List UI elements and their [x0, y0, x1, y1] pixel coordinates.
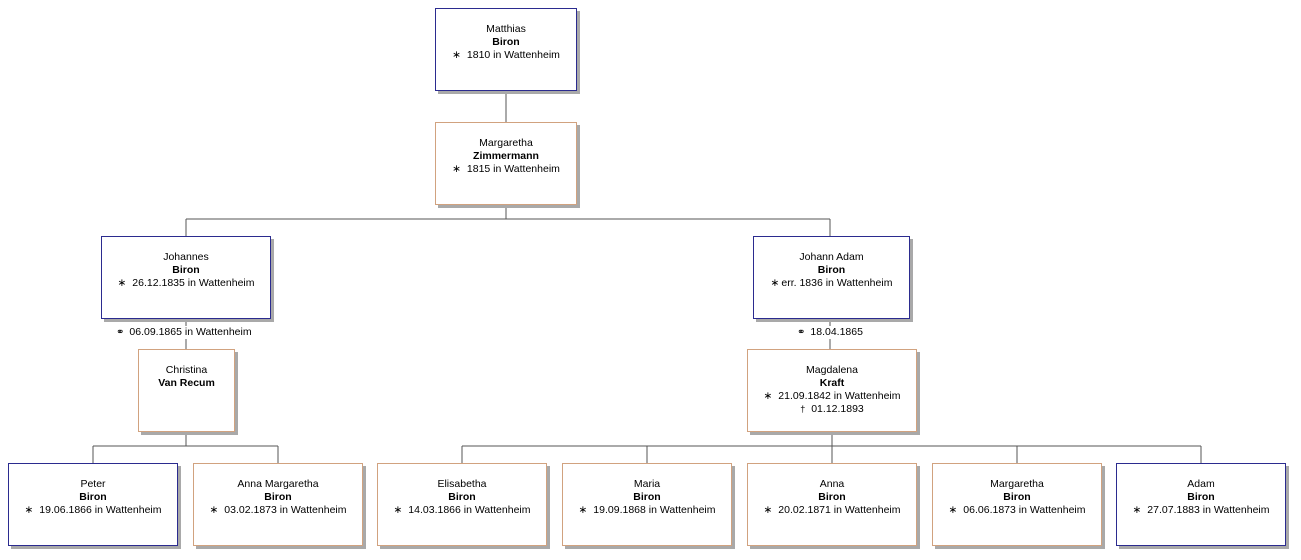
person-card-adam-biron[interactable]: Adam Biron ∗27.07.1883 in Wattenheim [1116, 463, 1286, 546]
birth-symbol-icon: ∗ [24, 504, 34, 516]
surname: Biron [633, 491, 661, 503]
given-name: Elisabetha [437, 478, 487, 490]
surname: Biron [79, 491, 107, 503]
surname: Biron [818, 491, 846, 503]
surname: Biron [492, 36, 520, 48]
birth-symbol-icon: ∗ [452, 163, 461, 175]
person-card-magdalena-kraft[interactable]: Magdalena Kraft ∗21.09.1842 in Wattenhei… [747, 349, 917, 432]
surname: Biron [1003, 491, 1031, 503]
given-name: Peter [80, 478, 106, 490]
person-card-anna-margaretha-biron[interactable]: Anna Margaretha Biron ∗03.02.1873 in Wat… [193, 463, 363, 546]
birth-info: ∗19.09.1868 in Wattenheim [578, 504, 716, 516]
given-name: Christina [165, 364, 208, 376]
given-name: Margaretha [479, 137, 533, 149]
birth-info: ∗27.07.1883 in Wattenheim [1132, 504, 1270, 516]
given-name: Maria [633, 478, 661, 490]
person-card-maria-biron[interactable]: Maria Biron ∗19.09.1868 in Wattenheim [562, 463, 732, 546]
person-card-johann-adam-biron[interactable]: Johann Adam Biron ∗err. 1836 in Wattenhe… [753, 236, 910, 319]
birth-symbol-icon: ∗ [209, 504, 219, 516]
birth-info: ∗03.02.1873 in Wattenheim [209, 504, 347, 516]
surname: Biron [264, 491, 292, 503]
marriage-rings-icon: ⚭ [797, 327, 806, 338]
surname: Biron [1187, 491, 1215, 503]
birth-info: ∗06.06.1873 in Wattenheim [948, 504, 1086, 516]
birth-symbol-icon: ∗ [763, 390, 773, 402]
birth-info: ∗1810 in Wattenheim [452, 49, 560, 61]
birth-symbol-icon: ∗ [1132, 504, 1142, 516]
given-name: Margaretha [990, 478, 1044, 490]
death-symbol-icon: † [800, 404, 806, 414]
death-info: †01.12.1893 [800, 403, 864, 415]
marriage-rings-icon: ⚭ [116, 327, 125, 338]
person-card-anna-biron[interactable]: Anna Biron ∗20.02.1871 in Wattenheim [747, 463, 917, 546]
given-name: Magdalena [806, 364, 858, 376]
birth-info: ∗err. 1836 in Wattenheim [770, 277, 893, 289]
birth-symbol-icon: ∗ [452, 49, 461, 61]
birth-info: ∗21.09.1842 in Wattenheim [763, 390, 901, 402]
birth-info: ∗14.03.1866 in Wattenheim [393, 504, 531, 516]
person-card-margaretha-biron[interactable]: Margaretha Biron ∗06.06.1873 in Wattenhe… [932, 463, 1102, 546]
surname: Biron [448, 491, 476, 503]
marriage-johannes-christina: ⚭06.09.1865 in Wattenheim [116, 326, 252, 339]
person-card-margaretha-zimmermann[interactable]: Margaretha Zimmermann ∗1815 in Wattenhei… [435, 122, 577, 205]
given-name: Johann Adam [799, 251, 864, 263]
given-name: Anna [819, 478, 845, 490]
surname: Biron [172, 264, 200, 276]
surname: Van Recum [158, 377, 215, 389]
birth-symbol-icon: ∗ [117, 277, 127, 289]
birth-symbol-icon: ∗ [393, 504, 403, 516]
given-name: Adam [1187, 478, 1215, 490]
marriage-johannadam-magdalena: ⚭18.04.1865 [797, 326, 863, 339]
birth-info: ∗20.02.1871 in Wattenheim [763, 504, 901, 516]
surname: Zimmermann [473, 150, 539, 162]
given-name: Anna Margaretha [237, 478, 319, 490]
birth-info: ∗1815 in Wattenheim [452, 163, 560, 175]
birth-symbol-icon: ∗ [770, 277, 780, 289]
person-card-christina-van-recum[interactable]: Christina Van Recum [138, 349, 235, 432]
person-card-matthias-biron[interactable]: Matthias Biron ∗1810 in Wattenheim [435, 8, 577, 91]
birth-info: ∗26.12.1835 in Wattenheim [117, 277, 255, 289]
birth-symbol-icon: ∗ [578, 504, 588, 516]
person-card-peter-biron[interactable]: Peter Biron ∗19.06.1866 in Wattenheim [8, 463, 178, 546]
surname: Biron [817, 264, 846, 276]
given-name: Matthias [486, 23, 526, 35]
birth-info: ∗19.06.1866 in Wattenheim [24, 504, 162, 516]
birth-symbol-icon: ∗ [763, 504, 773, 516]
given-name: Johannes [163, 251, 209, 263]
birth-symbol-icon: ∗ [948, 504, 958, 516]
surname: Kraft [819, 377, 845, 389]
person-card-elisabetha-biron[interactable]: Elisabetha Biron ∗14.03.1866 in Wattenhe… [377, 463, 547, 546]
person-card-johannes-biron[interactable]: Johannes Biron ∗26.12.1835 in Wattenheim [101, 236, 271, 319]
